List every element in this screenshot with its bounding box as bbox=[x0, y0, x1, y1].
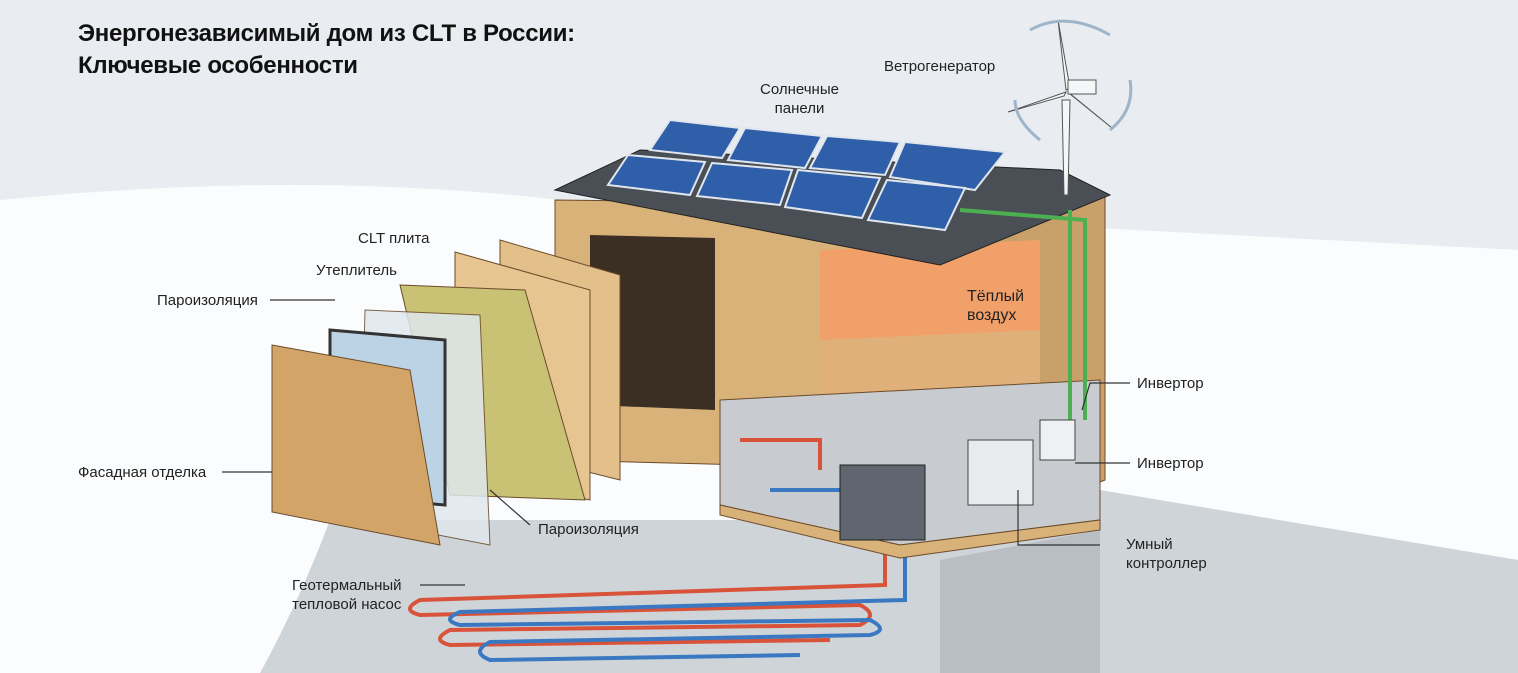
title-line-1: Энергонезависимый дом из CLT в России: bbox=[78, 20, 575, 47]
solar-panels bbox=[606, 118, 1007, 232]
label-warm-air-line-2: воздух bbox=[967, 307, 1017, 324]
wall-layers bbox=[271, 239, 621, 546]
label-solar-panels-line-1: Солнечные bbox=[760, 81, 839, 98]
label-smart-controller-line-2: контроллер bbox=[1126, 555, 1207, 572]
page-title: Энергонезависимый дом из CLT в России: К… bbox=[78, 18, 575, 82]
smart-controller-box bbox=[967, 439, 1034, 506]
title-line-2: Ключевые особенности bbox=[78, 52, 358, 79]
label-smart-controller-line-1: Умный bbox=[1126, 536, 1173, 553]
label-smart-controller: Умный контроллер bbox=[1126, 535, 1207, 573]
label-warm-air: Тёплый воздух bbox=[967, 287, 1024, 325]
label-vapor-barrier-bottom: Пароизоляция bbox=[538, 521, 639, 538]
inverter-box bbox=[1039, 419, 1076, 461]
label-solar-panels: Солнечные панели bbox=[760, 80, 839, 118]
leader-lines bbox=[222, 299, 1130, 586]
label-geothermal: Геотермальный тепловой насос bbox=[292, 576, 402, 614]
label-facade: Фасадная отделка bbox=[78, 464, 207, 481]
label-geothermal-line-2: тепловой насос bbox=[292, 596, 402, 613]
wind-turbine bbox=[1007, 19, 1133, 196]
label-wind-turbine: Ветрогенератор bbox=[884, 58, 996, 75]
label-clt-panel: CLT плита bbox=[358, 230, 430, 247]
battery bbox=[839, 464, 926, 541]
label-solar-panels-line-2: панели bbox=[774, 100, 825, 117]
label-geothermal-line-1: Геотермальный bbox=[292, 577, 402, 594]
label-inverter-1: Инвертор bbox=[1137, 375, 1204, 392]
label-vapor-barrier-top: Пароизоляция bbox=[157, 292, 258, 309]
geothermal-pipes bbox=[408, 530, 907, 663]
label-warm-air-line-1: Тёплый bbox=[967, 288, 1025, 305]
label-inverter-2: Инвертор bbox=[1137, 455, 1204, 472]
house bbox=[554, 194, 1106, 559]
label-insulation: Утеплитель bbox=[316, 262, 397, 279]
